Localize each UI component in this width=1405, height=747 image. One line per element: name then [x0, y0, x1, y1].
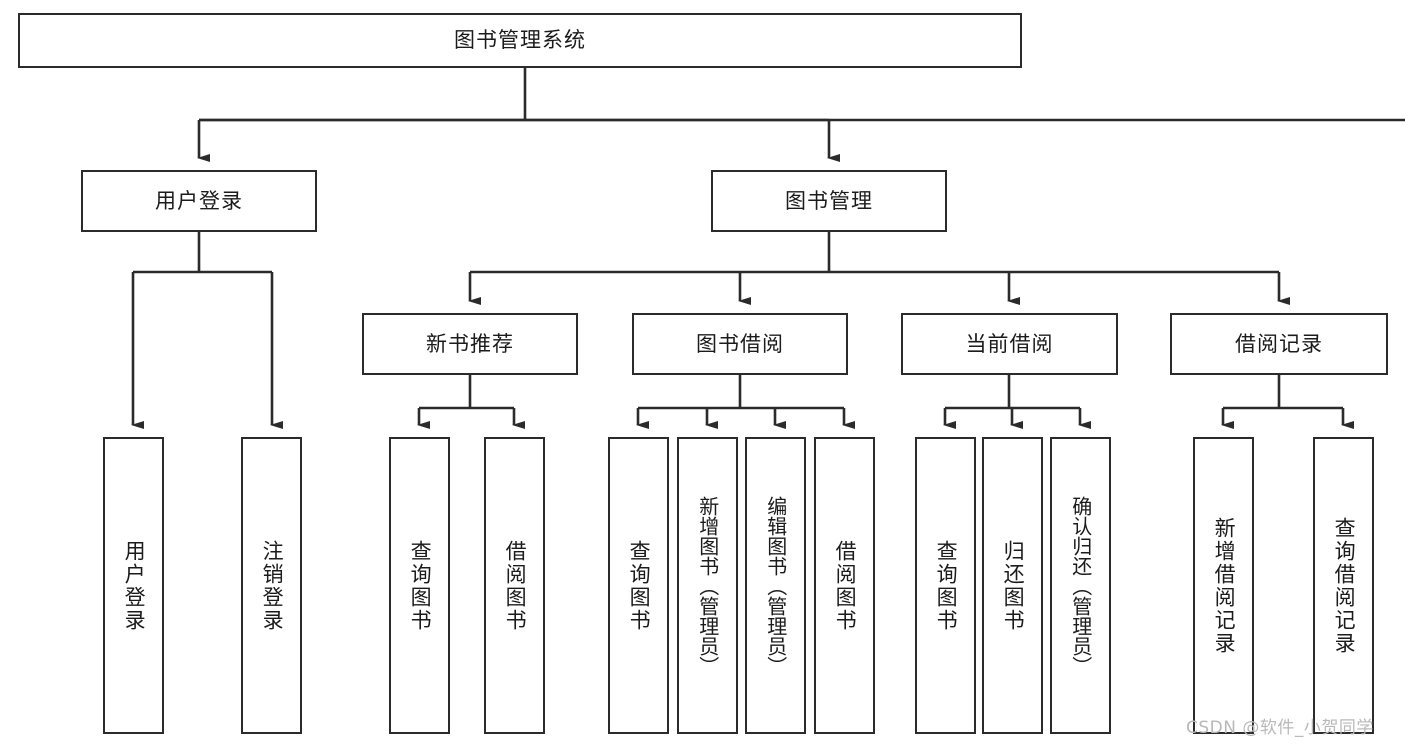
- node-label: 借阅图书: [503, 539, 528, 632]
- node-label: 查询借阅记录: [1332, 516, 1357, 655]
- node-label: 归还图书: [1001, 539, 1026, 632]
- leaf-query-borrow-record[interactable]: 查询借阅记录: [1313, 437, 1374, 734]
- leaf-query-book-current[interactable]: 查询图书: [915, 437, 976, 734]
- leaf-add-book-admin[interactable]: 新增图书（管理员）: [677, 437, 738, 734]
- node-label: 图书管理: [785, 188, 873, 213]
- node-label: 用户登录: [155, 188, 243, 213]
- node-label: 编辑图书（管理员）: [763, 495, 788, 676]
- node-label: 查询图书: [408, 539, 433, 632]
- node-label: 新增借阅记录: [1212, 516, 1237, 655]
- node-user-login[interactable]: 用户登录: [81, 170, 317, 232]
- node-root-system[interactable]: 图书管理系统: [18, 13, 1022, 68]
- node-label: 图书借阅: [696, 331, 784, 356]
- csdn-watermark: CSDN @软件_小贺同学: [1186, 718, 1374, 738]
- leaf-borrow-book-recommend[interactable]: 借阅图书: [484, 437, 545, 734]
- node-borrow-record[interactable]: 借阅记录: [1170, 313, 1388, 375]
- node-book-borrow[interactable]: 图书借阅: [632, 313, 848, 375]
- node-new-book-recommend[interactable]: 新书推荐: [362, 313, 578, 375]
- leaf-logout[interactable]: 注销登录: [241, 437, 302, 734]
- node-current-borrow[interactable]: 当前借阅: [901, 313, 1118, 375]
- leaf-query-book-borrow[interactable]: 查询图书: [608, 437, 669, 734]
- leaf-user-login[interactable]: 用户登录: [103, 437, 164, 734]
- node-book-management[interactable]: 图书管理: [711, 170, 947, 232]
- node-label: 借阅记录: [1235, 331, 1323, 356]
- node-label: 查询图书: [934, 539, 959, 632]
- leaf-query-book-recommend[interactable]: 查询图书: [389, 437, 450, 734]
- node-label: 注销登录: [260, 539, 285, 632]
- node-label: 用户登录: [122, 539, 147, 632]
- node-label: 确认归还（管理员）: [1068, 495, 1093, 676]
- node-label: 新增图书（管理员）: [695, 495, 720, 676]
- node-label: 图书管理系统: [454, 28, 586, 53]
- node-label: 当前借阅: [965, 331, 1054, 356]
- node-label: 借阅图书: [833, 539, 858, 632]
- node-label: 新书推荐: [426, 331, 514, 356]
- leaf-edit-book-admin[interactable]: 编辑图书（管理员）: [745, 437, 806, 734]
- leaf-add-borrow-record[interactable]: 新增借阅记录: [1193, 437, 1254, 734]
- leaf-confirm-return-admin[interactable]: 确认归还（管理员）: [1050, 437, 1111, 734]
- leaf-borrow-book[interactable]: 借阅图书: [814, 437, 875, 734]
- leaf-return-book[interactable]: 归还图书: [982, 437, 1043, 734]
- node-label: 查询图书: [627, 539, 652, 632]
